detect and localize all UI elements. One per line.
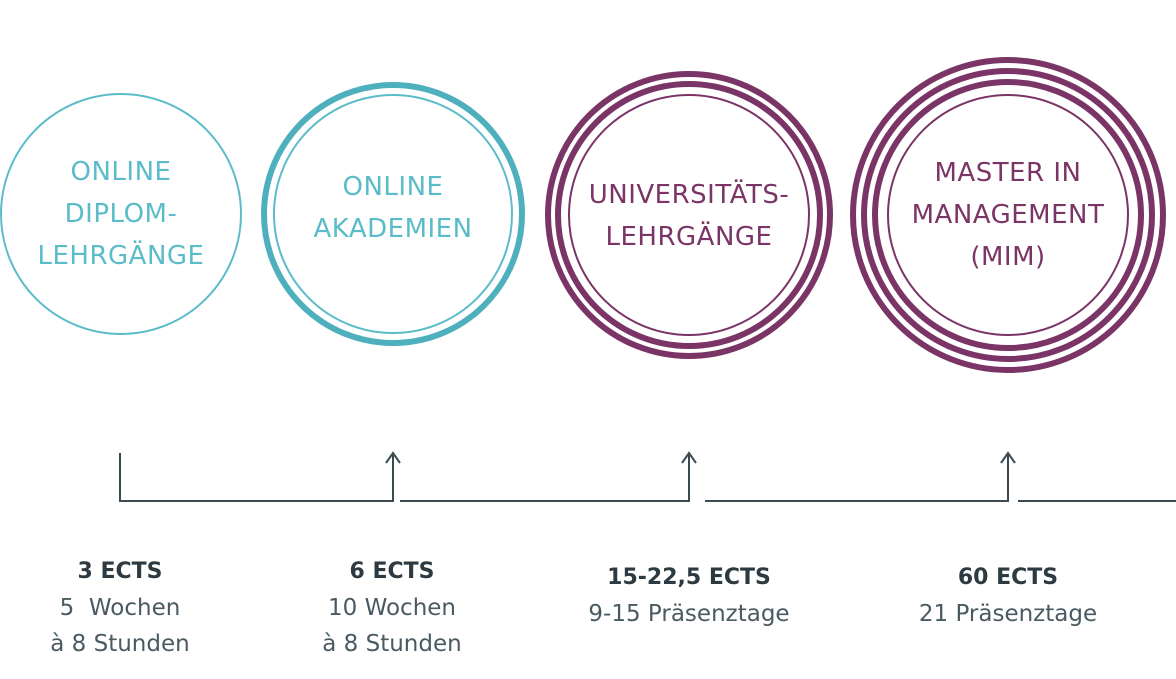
connector-2-to-3: [400, 455, 690, 502]
stage-4-ects: 60 ECTS: [957, 565, 1059, 590]
stage-2-detail-1: 10 Wochen: [328, 595, 456, 621]
stage-3-title: UNIVERSITÄTS- LEHRGÄNGE: [569, 174, 809, 258]
stage-1-title-line-2: DIPLOM-: [64, 199, 178, 229]
connector-1-to-2: [119, 453, 394, 502]
circle-universitaetslehrgaenge: [545, 71, 833, 359]
stage-1-detail-2: à 8 Stunden: [50, 631, 190, 657]
stage-4-title-line-3: (MIM): [970, 242, 1046, 272]
arrow-head-4: [1000, 451, 1016, 464]
stage-3-title-line-1: UNIVERSITÄTS-: [588, 180, 790, 210]
circle-online-diplomlehrgaenge: [0, 93, 242, 335]
stage-1-detail-1: 5 Wochen: [59, 595, 181, 621]
stage-4-info: 60 ECTS 21 Präsenztage: [888, 560, 1128, 632]
stage-1-title-line-3: LEHRGÄNGE: [37, 241, 205, 271]
connector-lines: [119, 451, 1176, 502]
arrow-head-2: [385, 451, 401, 464]
stage-1-ects: 3 ECTS: [77, 559, 163, 584]
stage-1-title: ONLINE DIPLOM- LEHRGÄNGE: [21, 151, 221, 277]
connector-3-to-4: [705, 455, 1009, 502]
stage-3-title-line-2: LEHRGÄNGE: [605, 222, 773, 252]
stage-4-detail-1: 21 Präsenztage: [918, 601, 1098, 627]
stage-4-title-line-1: MASTER IN: [934, 158, 1082, 188]
stage-2-title: ONLINE AKADEMIEN: [293, 166, 493, 250]
stage-2-title-line-1: ONLINE: [342, 172, 444, 202]
stage-3-info: 15-22,5 ECTS 9-15 Präsenztage: [569, 560, 809, 632]
circle-online-akademien: [261, 82, 525, 346]
stage-4-title: MASTER IN MANAGEMENT (MIM): [888, 152, 1128, 278]
circle-master-in-management: [850, 57, 1166, 373]
stage-3-ects: 15-22,5 ECTS: [607, 565, 771, 590]
stage-1-title-line-1: ONLINE: [70, 157, 172, 187]
arrow-head-3: [681, 451, 697, 464]
stage-2-info: 6 ECTS 10 Wochen à 8 Stunden: [292, 554, 492, 662]
stage-2-ects: 6 ECTS: [349, 559, 435, 584]
stage-2-detail-2: à 8 Stunden: [322, 631, 462, 657]
stage-4-title-line-2: MANAGEMENT: [911, 200, 1105, 230]
stage-1-info: 3 ECTS 5 Wochen à 8 Stunden: [20, 554, 220, 662]
stage-3-detail-1: 9-15 Präsenztage: [588, 601, 790, 627]
stage-2-title-line-2: AKADEMIEN: [313, 214, 473, 244]
